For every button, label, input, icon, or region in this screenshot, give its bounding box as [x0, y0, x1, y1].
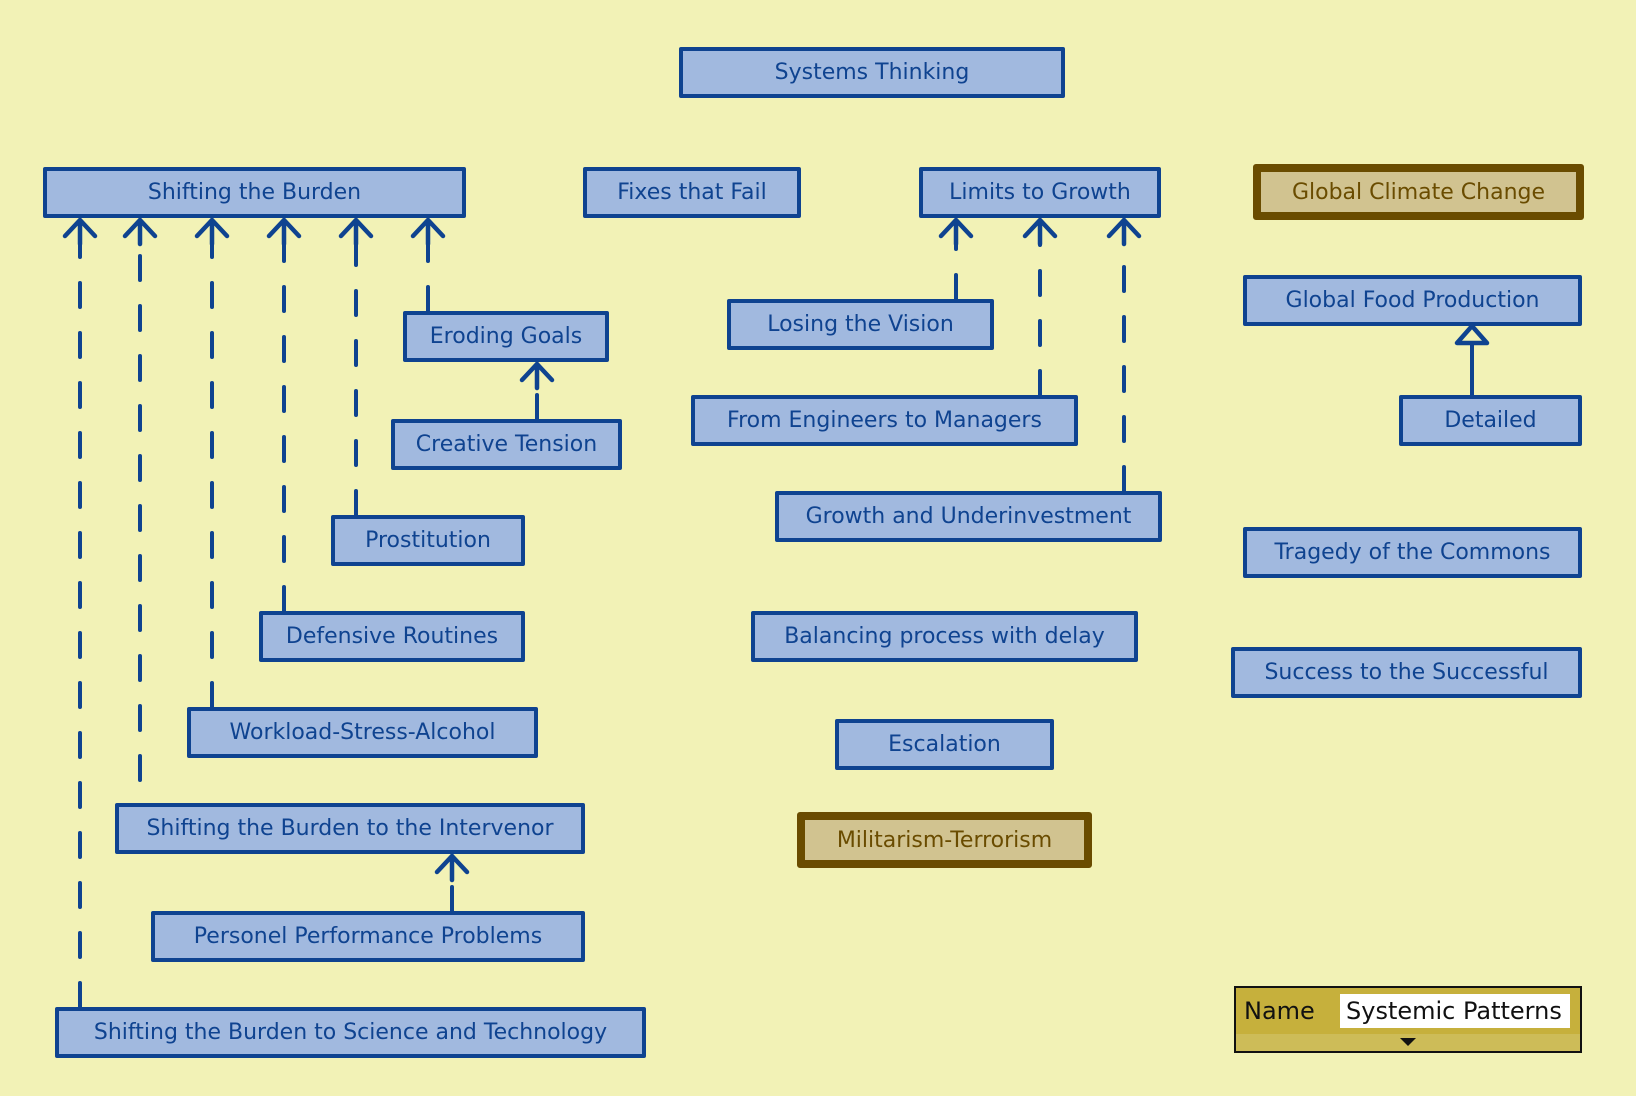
node-label: Success to the Successful [1264, 660, 1549, 685]
edge-losing_the_vision-to-limits_to_growth [938, 217, 974, 301]
node-label: Losing the Vision [767, 312, 954, 337]
node-engineers-to-managers[interactable]: From Engineers to Managers [691, 395, 1078, 446]
edge-personel_performance_problems-to-shifting_burden_intervenor [434, 853, 470, 913]
edge-shifting_burden_science_tech-to-shifting_the_burden [62, 217, 98, 1009]
node-label: Workload-Stress-Alcohol [229, 720, 496, 745]
node-success-to-successful[interactable]: Success to the Successful [1231, 647, 1582, 698]
node-label: Limits to Growth [949, 180, 1131, 205]
node-detailed[interactable]: Detailed [1399, 395, 1582, 446]
edge-eroding_goals-to-shifting_the_burden [410, 217, 446, 313]
node-limits-to-growth[interactable]: Limits to Growth [919, 167, 1161, 218]
name-field[interactable]: Systemic Patterns [1340, 994, 1570, 1028]
node-label: Escalation [888, 732, 1001, 757]
edge-creative_tension-to-eroding_goals [519, 361, 555, 421]
node-label: Growth and Underinvestment [805, 504, 1132, 529]
open-arrowhead-icon [1022, 217, 1058, 247]
node-systems-thinking[interactable]: Systems Thinking [679, 47, 1065, 98]
node-prostitution[interactable]: Prostitution [331, 515, 525, 566]
node-label: Tragedy of the Commons [1274, 540, 1551, 565]
node-militarism-terrorism[interactable]: Militarism-Terrorism [797, 812, 1092, 868]
node-label: Creative Tension [415, 432, 598, 457]
node-defensive-routines[interactable]: Defensive Routines [259, 611, 525, 662]
open-arrowhead-icon [194, 217, 230, 247]
node-tragedy-of-commons[interactable]: Tragedy of the Commons [1243, 527, 1582, 578]
node-losing-the-vision[interactable]: Losing the Vision [727, 299, 994, 350]
node-label: Personel Performance Problems [193, 924, 543, 949]
open-arrowhead-icon [1106, 217, 1142, 247]
node-label: Militarism-Terrorism [836, 827, 1053, 853]
edge-engineers_to_managers-to-limits_to_growth [1022, 217, 1058, 397]
edge-prostitution-to-shifting_the_burden [338, 217, 374, 517]
node-label: Eroding Goals [429, 324, 583, 349]
node-escalation[interactable]: Escalation [835, 719, 1054, 770]
open-arrowhead-icon [938, 217, 974, 247]
node-label: Global Food Production [1285, 288, 1540, 313]
name-panel-expander[interactable] [1236, 1034, 1580, 1051]
node-label: Global Climate Change [1291, 179, 1546, 205]
edge-shifting_burden_intervenor-to-shifting_the_burden [122, 217, 158, 782]
caret-down-icon [1400, 1038, 1416, 1046]
open-arrowhead-icon [62, 217, 98, 247]
node-label: Defensive Routines [285, 624, 499, 649]
open-arrowhead-icon [410, 217, 446, 247]
node-shifting-the-burden[interactable]: Shifting the Burden [43, 167, 466, 218]
node-global-climate-change[interactable]: Global Climate Change [1253, 164, 1584, 220]
open-arrowhead-icon [519, 361, 555, 391]
node-label: Fixes that Fail [617, 180, 767, 205]
node-balancing-process-delay[interactable]: Balancing process with delay [751, 611, 1138, 662]
node-creative-tension[interactable]: Creative Tension [391, 419, 622, 470]
open-arrowhead-icon [338, 217, 374, 247]
edge-growth_underinvestment-to-limits_to_growth [1106, 217, 1142, 493]
node-fixes-that-fail[interactable]: Fixes that Fail [583, 167, 801, 218]
edge-workload_stress_alcohol-to-shifting_the_burden [194, 217, 230, 709]
node-personel-performance-problems[interactable]: Personel Performance Problems [151, 911, 585, 962]
open-arrowhead-icon [266, 217, 302, 247]
node-label: Balancing process with delay [784, 624, 1105, 649]
node-label: From Engineers to Managers [727, 408, 1042, 433]
node-eroding-goals[interactable]: Eroding Goals [403, 311, 609, 362]
node-workload-stress-alcohol[interactable]: Workload-Stress-Alcohol [187, 707, 538, 758]
name-label: Name [1244, 997, 1315, 1025]
open-arrowhead-icon [122, 217, 158, 247]
edge-detailed-to-global_food_production [1454, 323, 1490, 397]
node-label: Detailed [1444, 408, 1537, 433]
node-shifting-burden-intervenor[interactable]: Shifting the Burden to the Intervenor [115, 803, 585, 854]
node-label: Shifting the Burden to Science and Techn… [93, 1020, 608, 1045]
name-row: Name Systemic Patterns [1236, 988, 1580, 1034]
edge-defensive_routines-to-shifting_the_burden [266, 217, 302, 613]
node-label: Systems Thinking [774, 60, 970, 85]
node-label: Prostitution [365, 528, 491, 553]
node-label: Shifting the Burden [147, 180, 362, 205]
name-panel: Name Systemic Patterns [1234, 986, 1582, 1053]
node-growth-underinvestment[interactable]: Growth and Underinvestment [775, 491, 1162, 542]
node-label: Shifting the Burden to the Intervenor [146, 816, 554, 841]
open-arrowhead-icon [434, 853, 470, 883]
node-global-food-production[interactable]: Global Food Production [1243, 275, 1582, 326]
node-shifting-burden-science-tech[interactable]: Shifting the Burden to Science and Techn… [55, 1007, 646, 1058]
hollow-triangle-arrowhead-icon [1454, 323, 1490, 346]
